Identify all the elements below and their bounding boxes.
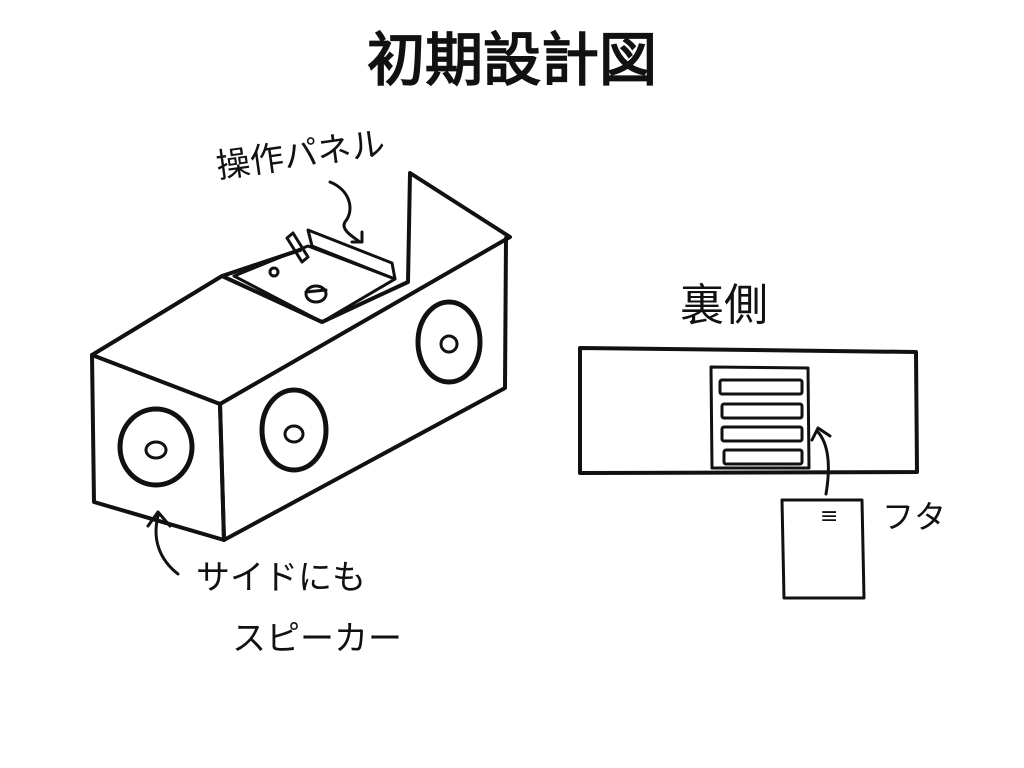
arrow-lid xyxy=(810,426,832,496)
back-slot-4 xyxy=(722,448,804,466)
back-view xyxy=(578,346,919,496)
lid-outline xyxy=(780,498,866,600)
panel-lever xyxy=(285,231,310,264)
label-side-speaker-line2: スピーカー xyxy=(232,619,402,659)
back-slot-2 xyxy=(720,402,804,420)
label-lid: フタ xyxy=(882,498,946,536)
back-panel-frame xyxy=(709,365,811,470)
speaker-side-right xyxy=(415,299,483,385)
back-outline xyxy=(578,346,919,475)
back-slot-1 xyxy=(718,378,804,396)
arrow-side-speaker xyxy=(146,510,180,576)
speaker-front xyxy=(117,406,195,488)
box-top-face xyxy=(90,171,512,406)
panel-knob-small xyxy=(268,266,280,278)
label-control-panel: 操作パネル xyxy=(214,124,388,187)
arrow-control-panel xyxy=(328,180,364,244)
back-slot-3 xyxy=(720,425,804,443)
lid: ≡ xyxy=(780,498,866,600)
panel-lid-edge xyxy=(306,228,397,281)
speaker-side-left xyxy=(259,387,329,473)
control-panel xyxy=(232,228,397,324)
box-side-face xyxy=(218,236,508,542)
panel-recess xyxy=(232,244,397,324)
lid-mark: ≡ xyxy=(820,504,838,529)
panel-knob-large-top xyxy=(304,288,328,294)
page-title: 初期設計図 xyxy=(367,26,657,94)
label-side-speaker-line1: サイドにも xyxy=(196,558,366,598)
label-back-side: 裏側 xyxy=(680,280,768,331)
panel-knob-large xyxy=(304,284,328,304)
speaker-box xyxy=(90,171,512,542)
